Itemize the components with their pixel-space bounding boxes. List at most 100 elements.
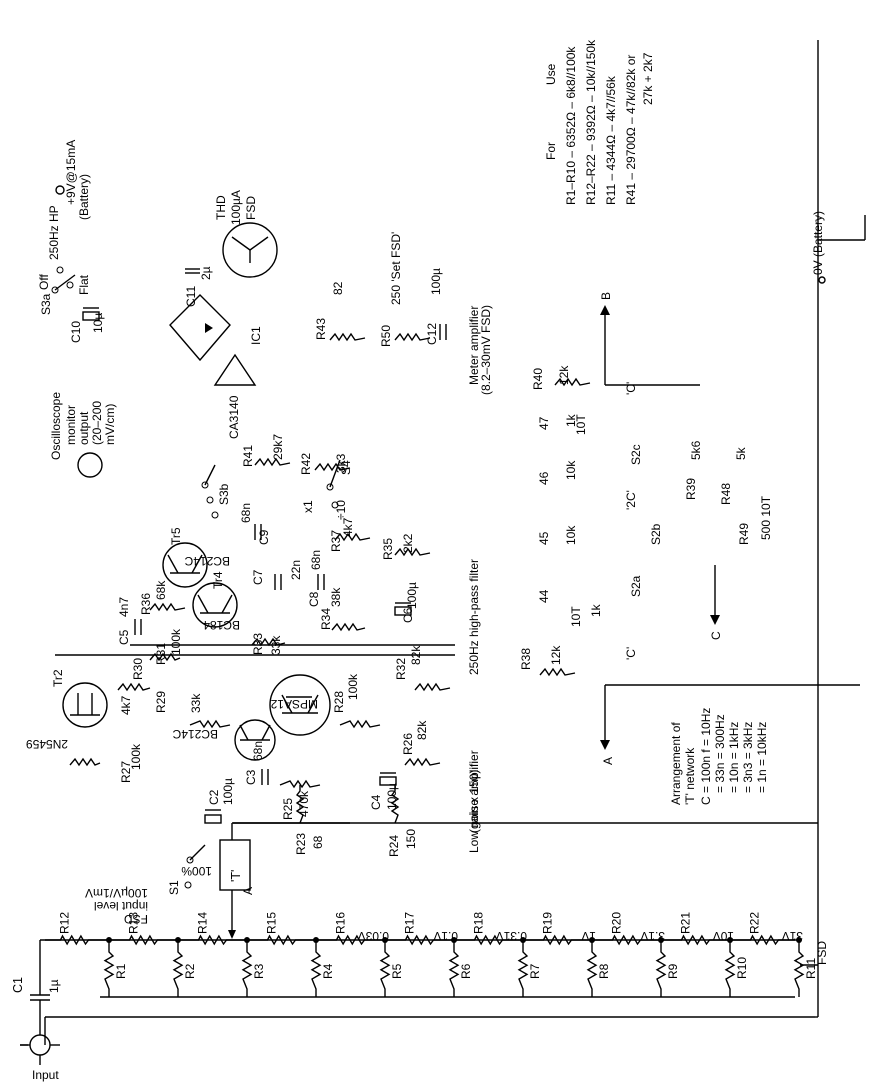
t2c: '2C'	[624, 490, 638, 510]
shunt-resistor	[448, 940, 460, 997]
shunt-resistor-label: R1	[114, 963, 128, 979]
r41-label: R41	[241, 445, 255, 467]
point-b: B	[599, 292, 613, 300]
low-noise-1: Low noise amplifier	[467, 750, 481, 853]
t-box-label: 'T'	[229, 870, 243, 882]
c9-value: 68n	[239, 503, 253, 523]
s3a: S3a	[39, 293, 53, 315]
r49-label: R49	[737, 523, 751, 545]
x1: x1	[301, 500, 315, 513]
tap-voltage-label: 3.1V	[640, 929, 665, 943]
meter-amp: R41 29k7 R42 3k3 CA3140 IC1 C11 2µ THD 1…	[169, 190, 493, 475]
r32-value: 82k	[409, 645, 423, 665]
series-resistor-label: R16	[334, 912, 348, 934]
shunt-resistor	[517, 940, 529, 997]
legend-5: 27k + 2k7	[641, 52, 655, 105]
p47-turns: 10T	[574, 414, 588, 435]
p45: 45	[537, 531, 551, 545]
tr2: Tr2	[51, 669, 65, 687]
bc214c-b: BC214C	[184, 554, 230, 568]
osc-4: (20–200	[90, 401, 104, 445]
ic1: IC1	[249, 326, 263, 345]
s4: S4	[339, 460, 353, 475]
r42-value: 3k3	[334, 453, 348, 473]
point-a-near: A	[241, 887, 255, 895]
legend-4: R41 – 29700Ω – 47k//82k or	[624, 55, 638, 205]
p45-val: 10k	[564, 525, 578, 545]
shunt-resistor	[793, 940, 805, 997]
arr-5: = 10n = 1kHz	[727, 722, 741, 793]
series-resistor-label: R21	[679, 912, 693, 934]
r26-label: R26	[401, 733, 415, 755]
shunt-resistor-label: R2	[183, 963, 197, 979]
attenuator-chain: R12R1R13R2R14R3R15R4R16R50.03VR17R60.1VR…	[40, 912, 818, 997]
c8-value: 68n	[309, 550, 323, 570]
r43-label: R43	[314, 318, 328, 340]
series-resistor	[247, 934, 316, 946]
r38-value: 12k	[549, 645, 563, 665]
point-c: C	[709, 631, 723, 640]
arr-1: Arrangement of	[669, 722, 683, 805]
shunt-resistor-label: R10	[735, 957, 749, 979]
r23-value: 68	[311, 835, 325, 849]
shunt-resistor	[586, 940, 598, 997]
shunt-resistor	[379, 940, 391, 997]
series-resistor-label: R22	[748, 912, 762, 934]
series-resistor-label: R18	[472, 912, 486, 934]
thd-1: THD	[214, 195, 228, 220]
r27-label: R27	[119, 761, 133, 783]
c6-value: 100µ	[405, 582, 419, 609]
use-legend: For Use R1–R10 – 6352Ω – 6k8//100k R12–R…	[544, 39, 655, 205]
r50-label: R50	[379, 325, 393, 347]
r28-label: R28	[332, 691, 346, 713]
battery-neg: 0V (Battery)	[811, 211, 825, 275]
tr5: Tr5	[169, 527, 183, 545]
c9-label: C9	[257, 529, 271, 545]
legend-use: Use	[544, 63, 558, 85]
series-resistor	[40, 934, 109, 946]
arr-2: 'T' network	[683, 747, 697, 805]
low-noise-amp: 'T' A S1 100% FSD input level 100µV/1mV …	[26, 658, 481, 939]
c11-label: C11	[184, 286, 198, 307]
series-resistor-label: R20	[610, 912, 624, 934]
battery-pos-1: +9V@15mA	[64, 140, 78, 205]
shunt-resistor-label: R4	[321, 963, 335, 979]
legend-3: R11 – 4344Ω – 4k7//56k	[604, 75, 618, 205]
c2-label: C2	[207, 789, 221, 805]
shunt-resistor-label: R8	[597, 963, 611, 979]
r31-label: R31	[154, 643, 168, 665]
r40-value: 12k	[557, 365, 571, 385]
bc184: BC184	[203, 618, 240, 632]
r31-value: 100k	[169, 628, 183, 655]
tr2-type: 2N5459	[26, 737, 68, 751]
s3a-off: Off	[37, 274, 51, 290]
r48-label: R48	[719, 483, 733, 505]
shunt-resistor	[103, 940, 115, 997]
c3-label: C3	[244, 769, 258, 785]
r42-label: R42	[299, 453, 313, 475]
r39-value: 5k6	[689, 440, 703, 460]
c2-value: 100µ	[221, 778, 235, 805]
s2b: S2b	[649, 523, 663, 545]
point-a: A	[601, 757, 615, 765]
c1-value: 1µ	[47, 979, 61, 993]
p44: 44	[537, 589, 551, 603]
tc-c: 'C'	[624, 382, 638, 395]
high-pass-filter: R31 100k C5 4n7 R32 82k R33 33k R34 38k …	[55, 503, 481, 692]
r37-label: R37	[329, 530, 343, 552]
div10: ÷10	[334, 500, 348, 520]
arr-7: = 1n = 10kHz	[755, 722, 769, 793]
r28-value: 100k	[346, 673, 360, 700]
series-resistor-label: R13	[127, 912, 141, 934]
series-resistor	[385, 934, 454, 946]
r34-value: 38k	[329, 587, 343, 607]
c5-value: 4n7	[117, 597, 131, 617]
thd-2: 100µA	[229, 190, 243, 225]
c7-label: C7	[251, 569, 265, 585]
r36-value: 68k	[154, 580, 168, 600]
c7-value: 22n	[289, 560, 303, 580]
series-resistor	[730, 934, 799, 946]
fsd-input-1: FSD	[124, 912, 148, 926]
c6-label: C6	[401, 607, 415, 623]
